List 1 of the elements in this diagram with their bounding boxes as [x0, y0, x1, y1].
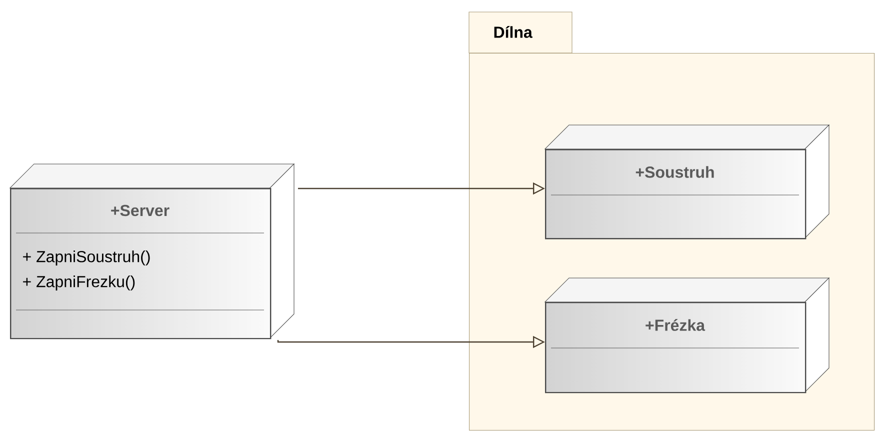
node-label: Dílna	[494, 26, 532, 38]
